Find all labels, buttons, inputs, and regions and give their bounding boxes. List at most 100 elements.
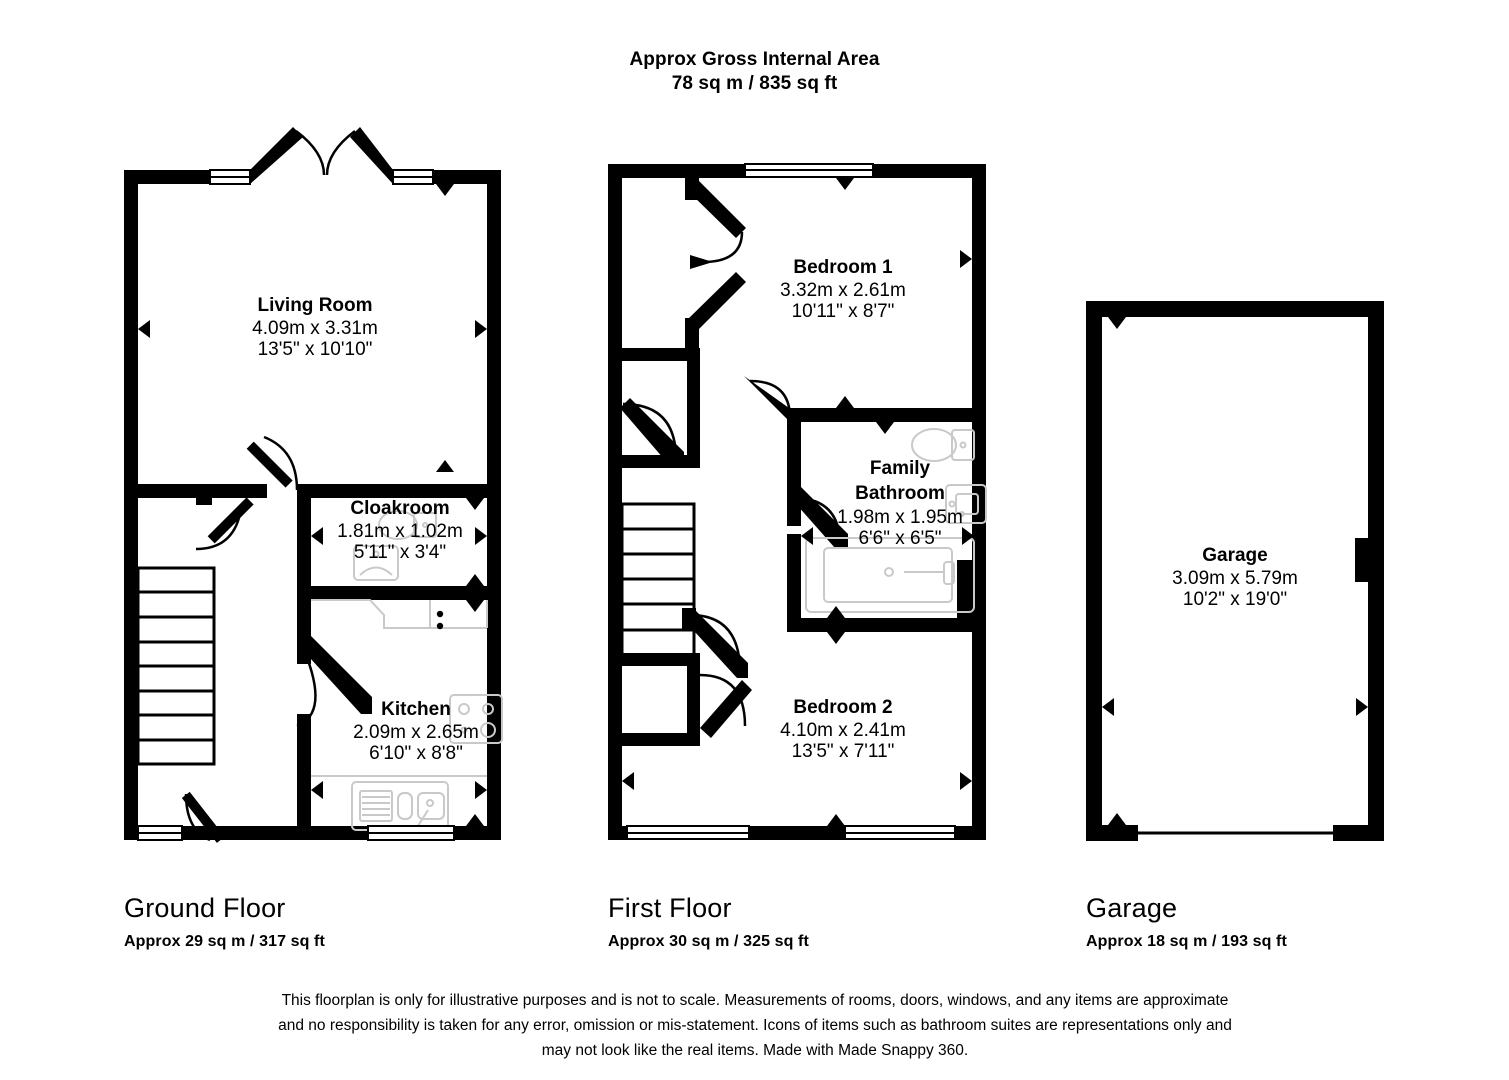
- ff-cupboard-door-swing: [622, 402, 678, 460]
- garage-wall-left: [1086, 301, 1102, 841]
- gf-window-bottom-right: [367, 825, 455, 841]
- gf-dim-arrow-cloak-bottom: [466, 574, 484, 586]
- gf-dim-arrow-kitchen-bottom: [466, 814, 484, 826]
- gf-front-door-swing: [184, 793, 211, 842]
- ff-wall-bed2-cupboard-top: [608, 653, 700, 666]
- kitchen-name: Kitchen: [381, 699, 451, 720]
- gf-wall-kitchen-angled: [300, 636, 372, 714]
- ff-wall-bed1-angled-lower: [687, 272, 746, 330]
- ff-wall-landing-cupboard-right: [687, 348, 700, 468]
- ff-wall-bathroom-right-notch: [957, 560, 986, 632]
- garage-wall-pier: [1355, 538, 1371, 582]
- gross-internal-area-header: Approx Gross Internal Area 78 sq m / 835…: [0, 48, 1509, 96]
- bedroom-1-dim-metric: 3.32m x 2.61m: [780, 280, 906, 301]
- gf-wall-cloakroom-bottom: [297, 586, 501, 600]
- gf-kitchen-worktop-dots: [436, 610, 444, 630]
- ff-dim-arrow-bed1-bottom: [836, 396, 854, 408]
- gf-sink-icon: [351, 781, 449, 831]
- ff-window-bottom-left: [626, 825, 750, 840]
- family-bathroom-name-line1: Family: [869, 458, 931, 479]
- gf-dim-arrow-kitchen-left: [311, 781, 323, 799]
- ff-wall-bed1-left-stub2: [685, 318, 699, 350]
- ff-door-swing-bed2-upper: [689, 613, 742, 673]
- gf-dim-arrow-kitchen-right: [475, 781, 487, 799]
- living-room-name: Living Room: [257, 295, 373, 316]
- gf-dim-arrow-living-right: [475, 320, 487, 338]
- garage-title: Garage: [1086, 893, 1178, 923]
- disclaimer-line1: This floorplan is only for illustrative …: [281, 992, 1229, 1009]
- gf-dim-arrow-living-top: [436, 184, 454, 196]
- gf-door-swing-kitchen: [296, 649, 317, 728]
- disclaimer-text: This floorplan is only for illustrative …: [200, 988, 1310, 1063]
- garage-wall-bottom-left: [1086, 825, 1138, 841]
- gf-kitchen-units: [311, 599, 488, 629]
- gf-dim-arrow-kitchen-top: [466, 600, 484, 612]
- ff-wall-bed1-bottom: [787, 408, 986, 422]
- gf-wall-left: [124, 170, 138, 840]
- gia-title-line2: 78 sq m / 835 sq ft: [671, 73, 838, 94]
- cloakroom-dim-imperial: 5'11" x 3'4": [353, 542, 447, 563]
- floor-caption-ground: Ground Floor Approx 29 sq m / 317 sq ft: [124, 893, 325, 951]
- gf-wall-kitchen-left-lower: [297, 714, 311, 840]
- gf-door-swing-living: [263, 435, 299, 491]
- ff-wall-bed2-cupboard-bottom: [608, 733, 700, 746]
- ff-dim-arrow-bed2-top: [827, 632, 845, 644]
- ff-window-top: [744, 163, 874, 178]
- gf-dim-arrow-living-left: [138, 320, 150, 338]
- ff-cupboard-door-panel: [620, 398, 684, 466]
- garage-dim-metric: 3.09m x 5.79m: [1172, 568, 1298, 589]
- gia-title-line1: Approx Gross Internal Area: [629, 49, 880, 70]
- gf-dim-arrow-cloak-right: [475, 527, 487, 545]
- ff-wall-landing-cupboard-top: [608, 348, 700, 361]
- disclaimer-line2: and no responsibility is taken for any e…: [278, 1017, 1232, 1034]
- ff-wall-bathroom-angled: [789, 486, 848, 548]
- gf-wall-top-left: [124, 170, 210, 184]
- garage-wall-right: [1368, 301, 1384, 841]
- ff-dim-arrow-bed1-top: [836, 178, 854, 190]
- garage-dim-arrow-left: [1102, 698, 1114, 716]
- gf-dim-arrow-cloak-top: [466, 498, 484, 510]
- bedroom-2-name: Bedroom 2: [793, 697, 893, 718]
- living-room-dim-metric: 4.09m x 3.31m: [252, 318, 378, 339]
- ff-staircase-icon: [620, 502, 696, 658]
- ff-dim-arrow-bath-bottom: [827, 606, 845, 618]
- gf-wall-livingroom-bottom-left: [124, 484, 267, 498]
- cloakroom-dim-metric: 1.81m x 1.02m: [337, 521, 463, 542]
- ff-dim-arrow-bed2-bottom: [827, 814, 845, 826]
- ff-dim-arrow-bed1-right: [960, 250, 972, 268]
- family-bathroom-dim-metric: 1.98m x 1.95m: [837, 507, 963, 529]
- ground-floor-plan: [124, 127, 503, 843]
- bedroom-2-dim-imperial: 13'5" x 7'11": [791, 741, 895, 762]
- gf-cloakroom-wc-icon: [378, 510, 437, 540]
- room-label-bedroom-1: Bedroom 1 3.32m x 2.61m 10'11" x 8'7": [718, 258, 968, 321]
- ff-wall-bathroom-left-upper: [787, 410, 801, 526]
- gf-wall-livingroom-bottom-right: [297, 484, 501, 498]
- ff-dim-arrow-bed2-left: [622, 772, 634, 790]
- ff-wall-bed1-angled-upper: [687, 180, 746, 238]
- ground-floor-area: Approx 29 sq m / 317 sq ft: [124, 933, 325, 950]
- gf-wall-top-right: [433, 170, 501, 184]
- bedroom-1-name: Bedroom 1: [793, 257, 893, 278]
- ff-dim-arrow-bath-top: [876, 422, 894, 434]
- gf-door-swing-cloakroom: [195, 513, 242, 551]
- ff-wall-landing-cupboard-bottom: [608, 455, 700, 468]
- garage-plan: [1086, 301, 1384, 841]
- garage-dim-arrow-right: [1356, 698, 1368, 716]
- ff-wall-bathroom-left-lower: [787, 534, 801, 632]
- gf-staircase-icon: [136, 566, 216, 766]
- garage-wall-top: [1086, 301, 1384, 317]
- ff-wall-bed2-angled-upper: [684, 610, 748, 678]
- gf-window-top-right: [392, 169, 434, 185]
- garage-dim-arrow-top: [1108, 317, 1126, 329]
- first-floor-area: Approx 30 sq m / 325 sq ft: [608, 933, 809, 950]
- gf-front-door-panel: [181, 791, 225, 843]
- ff-dim-arrow-bath-right: [962, 527, 974, 545]
- ff-dim-arrow-bed2-right: [960, 772, 972, 790]
- ff-wall-left: [608, 164, 622, 840]
- gf-door-panel-living: [246, 441, 293, 488]
- bedroom-2-dim-metric: 4.10m x 2.41m: [780, 720, 906, 741]
- room-label-family-bathroom: Family Bathroom 1.98m x 1.95m 6'6" x 6'5…: [810, 458, 990, 548]
- gf-door-panel-cloakroom: [207, 497, 254, 544]
